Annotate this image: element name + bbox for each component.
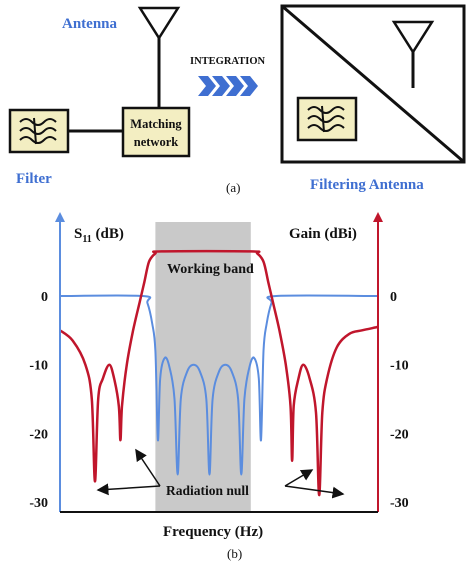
x-axis-label: Frequency (Hz) (163, 524, 263, 540)
filtering-antenna-block (280, 4, 466, 164)
matching-network-label-line1: Matching (130, 117, 182, 131)
antenna-icon (137, 6, 181, 108)
integrated-filter-block (296, 96, 358, 142)
integration-label: INTEGRATION (190, 56, 265, 67)
radiation-null-arrows (96, 448, 345, 499)
working-band-label: Working band (167, 262, 254, 277)
null-arrow-right-1 (284, 469, 314, 487)
left-tick-label: 0 (41, 290, 48, 305)
right-tick-label: -30 (390, 496, 409, 511)
working-band-region (155, 222, 251, 512)
right-tick-label: 0 (390, 290, 397, 305)
filtering-antenna-label: Filtering Antenna (310, 177, 424, 193)
left-axis-arrowhead (55, 212, 65, 222)
left-tick-label: -20 (29, 427, 48, 442)
left-tick-labels: 0 -10 -20 -30 (29, 290, 48, 511)
radiation-null-label: Radiation null (166, 483, 249, 498)
panel-b-caption: (b) (227, 546, 242, 561)
filter-wave-icon (19, 117, 57, 145)
gain-curve (59, 249, 379, 497)
matching-network-block (121, 106, 191, 158)
filter-block (8, 108, 70, 154)
antenna-label: Antenna (62, 16, 118, 32)
s11-curve (59, 294, 379, 476)
left-tick-label: -30 (29, 496, 48, 511)
right-tick-label: -10 (390, 359, 409, 374)
matching-network-label-line2: network (134, 135, 178, 149)
null-arrow-left-2 (135, 448, 161, 487)
filter-label: Filter (16, 171, 52, 187)
gain-axis-label: Gain (dBi) (289, 226, 357, 242)
panel-a-caption: (a) (226, 180, 240, 195)
panel-b-chart: 0 -10 -20 -30 0 -10 -20 -30 S11 (dB) Gai… (29, 212, 409, 561)
integrated-filter-wave-icon (307, 105, 345, 133)
null-arrow-left-1 (96, 483, 161, 496)
right-axis-arrowhead (373, 212, 383, 222)
panel-a: Antenna Matching network Filter INTEGRAT… (8, 4, 466, 195)
left-tick-label: -10 (29, 359, 48, 374)
right-tick-labels: 0 -10 -20 -30 (390, 290, 409, 511)
integration-arrows-icon (198, 76, 258, 96)
right-tick-label: -20 (390, 427, 409, 442)
null-arrow-right-2 (284, 485, 345, 499)
s11-axis-label: S11 (dB) (74, 226, 124, 245)
integrated-antenna-icon (391, 20, 435, 88)
